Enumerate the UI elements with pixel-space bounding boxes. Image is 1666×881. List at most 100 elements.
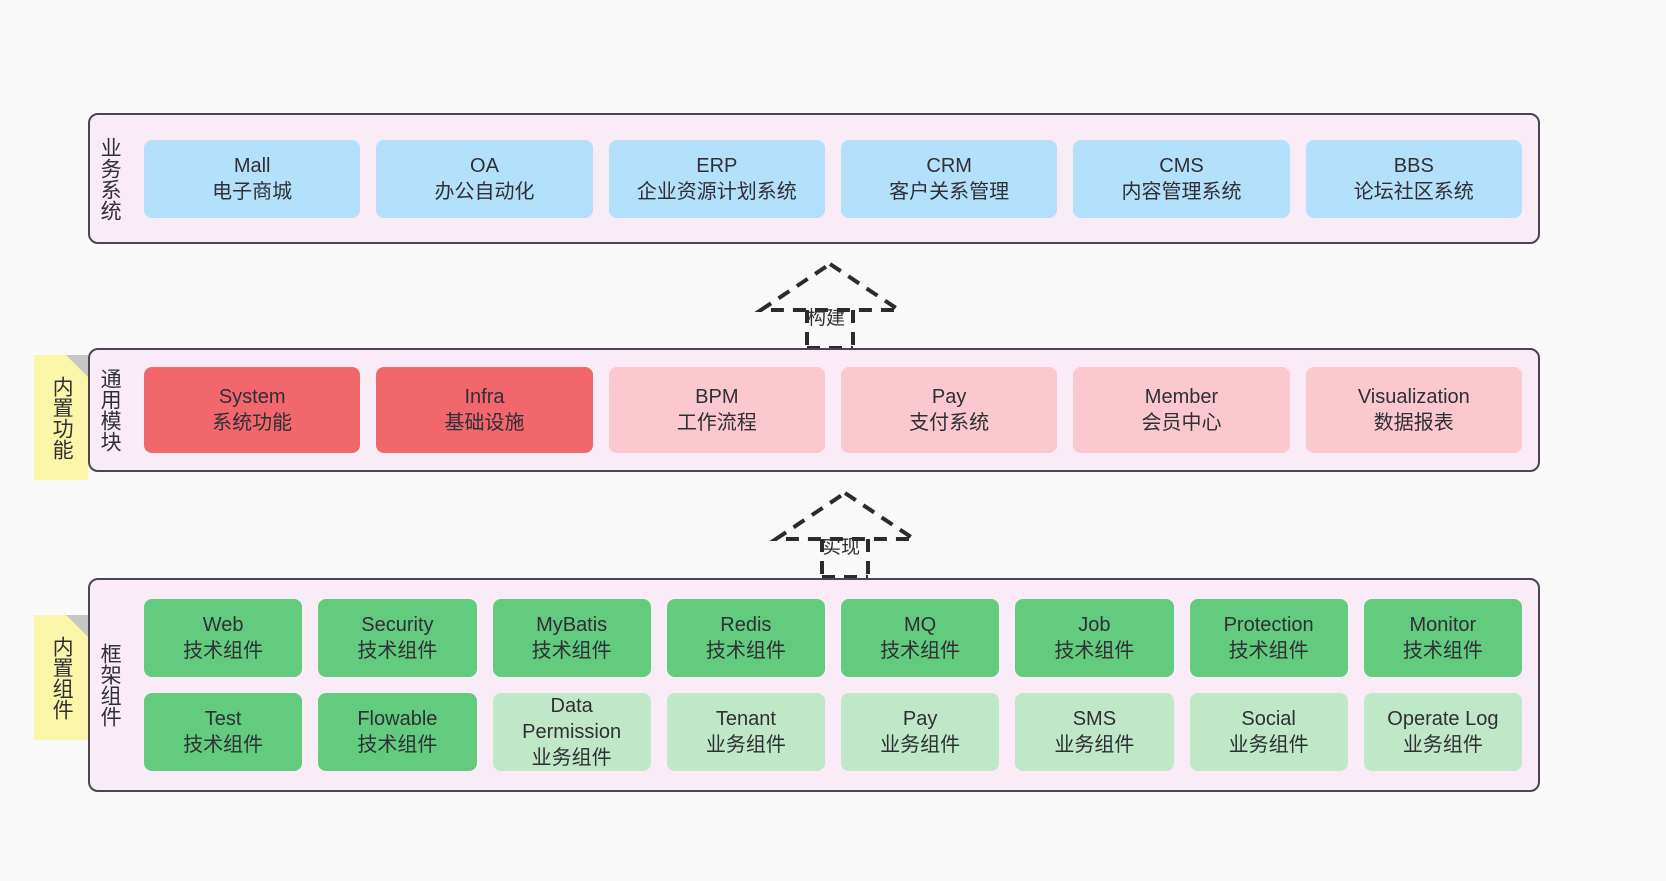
node-title: CMS (1159, 154, 1204, 177)
node-title: System (218, 386, 286, 408)
node-title: Flowable (357, 708, 438, 730)
node-bbs[interactable]: BBS 论坛社区系统 (1305, 139, 1522, 218)
layer-framework-components: 框架组件 Web 技术组件 Security 技术组件 MyBatis 技术组件… (88, 578, 1540, 792)
node-subtitle: 业务组件 (880, 734, 961, 756)
business-node-row: Mall 电子商城 OA 办公自动化 ERP 企业资源计划系统 CRM 客户关系… (144, 139, 1522, 218)
node-subtitle: 技术组件 (357, 640, 438, 662)
node-title: BPM (695, 386, 739, 408)
layer-title-common-modules: 通用模块 (98, 368, 122, 452)
node-title: Monitor (1409, 614, 1477, 636)
layer-common-modules: 通用模块 System 系统功能 Infra 基础设施 BPM 工作流程 Pay… (88, 348, 1540, 472)
node-subtitle: 会员中心 (1141, 412, 1222, 434)
node-title: MQ (904, 614, 937, 636)
node-subtitle: 业务组件 (1228, 734, 1309, 756)
node-subtitle: 技术组件 (880, 640, 961, 662)
node-title: SMS (1072, 708, 1117, 730)
layer-title-framework-components: 框架组件 (98, 643, 122, 727)
node-oa[interactable]: OA 办公自动化 (376, 139, 593, 218)
node-tenant[interactable]: Tenant 业务组件 (666, 693, 825, 771)
node-subtitle: 技术组件 (705, 640, 786, 662)
node-member[interactable]: Member 会员中心 (1073, 367, 1290, 453)
node-data-permission[interactable]: Data Permission 业务组件 (492, 693, 651, 771)
connector-build: 构建 (754, 258, 906, 350)
node-subtitle: 技术组件 (1054, 640, 1135, 662)
node-crm[interactable]: CRM 客户关系管理 (840, 139, 1058, 218)
node-protection[interactable]: Protection 技术组件 (1189, 599, 1348, 677)
node-system[interactable]: System 系统功能 (144, 367, 361, 453)
node-visualization[interactable]: Visualization 数据报表 (1305, 367, 1522, 453)
connector-implement-label: 实现 (822, 537, 861, 558)
node-subtitle: 技术组件 (357, 734, 438, 756)
node-title: Pay (902, 708, 938, 730)
node-subtitle: 支付系统 (909, 412, 990, 434)
node-subtitle: 基础设施 (444, 412, 525, 434)
node-operate-log[interactable]: Operate Log 业务组件 (1363, 693, 1522, 771)
node-pay-module[interactable]: Pay 支付系统 (840, 367, 1058, 453)
layer-body-framework-components: Web 技术组件 Security 技术组件 MyBatis 技术组件 Redi… (128, 580, 1538, 790)
node-subtitle: 业务组件 (531, 747, 612, 769)
node-subtitle: 内容管理系统 (1121, 180, 1242, 203)
node-title: MyBatis (536, 614, 608, 636)
node-title: Redis (720, 614, 772, 636)
node-subtitle: 办公自动化 (434, 180, 535, 203)
node-cms[interactable]: CMS 内容管理系统 (1073, 139, 1290, 218)
node-redis[interactable]: Redis 技术组件 (666, 599, 825, 677)
module-node-row: System 系统功能 Infra 基础设施 BPM 工作流程 Pay 支付系统… (144, 367, 1522, 453)
framework-node-row-2: Test 技术组件 Flowable 技术组件 Data Permission … (144, 693, 1522, 771)
node-social[interactable]: Social 业务组件 (1189, 693, 1348, 771)
node-title: OA (470, 154, 499, 177)
node-subtitle: 技术组件 (183, 640, 264, 662)
note-builtin-function: 内置功能 (34, 355, 88, 480)
node-subtitle: 技术组件 (1402, 640, 1483, 662)
node-erp[interactable]: ERP 企业资源计划系统 (608, 139, 825, 218)
node-subtitle: 企业资源计划系统 (636, 180, 797, 203)
connector-build-label: 构建 (807, 308, 846, 329)
node-test[interactable]: Test 技术组件 (144, 693, 303, 771)
node-title: Protection (1223, 614, 1314, 636)
node-subtitle: 工作流程 (676, 412, 757, 434)
node-title: Web (202, 614, 244, 636)
node-infra[interactable]: Infra 基础设施 (376, 367, 593, 453)
node-title: CRM (926, 154, 972, 177)
node-bpm[interactable]: BPM 工作流程 (608, 367, 825, 453)
node-subtitle: 论坛社区系统 (1353, 180, 1474, 203)
node-subtitle: 业务组件 (705, 734, 786, 756)
node-title: Security (361, 614, 434, 636)
node-subtitle: 技术组件 (1228, 640, 1309, 662)
node-sms[interactable]: SMS 业务组件 (1015, 693, 1174, 771)
note-fold-corner-icon (66, 615, 88, 637)
node-monitor[interactable]: Monitor 技术组件 (1363, 599, 1522, 677)
node-title: BBS (1393, 154, 1434, 177)
node-pay-component[interactable]: Pay 业务组件 (841, 693, 1000, 771)
node-subtitle: 技术组件 (531, 640, 612, 662)
node-title: Test (204, 708, 242, 730)
node-title: Member (1144, 386, 1219, 408)
layer-body-business-system: Mall 电子商城 OA 办公自动化 ERP 企业资源计划系统 CRM 客户关系… (128, 115, 1538, 242)
node-title: Pay (931, 386, 967, 408)
node-job[interactable]: Job 技术组件 (1015, 599, 1174, 677)
node-mq[interactable]: MQ 技术组件 (841, 599, 1000, 677)
note-label: 内置功能 (50, 375, 74, 460)
node-subtitle: 业务组件 (1402, 734, 1483, 756)
node-subtitle: 客户关系管理 (889, 180, 1010, 203)
node-mybatis[interactable]: MyBatis 技术组件 (492, 599, 651, 677)
node-title: Visualization (1357, 386, 1470, 408)
node-subtitle: 数据报表 (1373, 412, 1454, 434)
node-title: Tenant (715, 708, 776, 730)
framework-node-row-1: Web 技术组件 Security 技术组件 MyBatis 技术组件 Redi… (144, 599, 1522, 677)
node-title: Job (1078, 614, 1111, 636)
node-subtitle: 技术组件 (183, 734, 264, 756)
note-builtin-component: 内置组件 (34, 615, 88, 740)
node-subtitle: 系统功能 (212, 412, 293, 434)
node-web[interactable]: Web 技术组件 (144, 599, 303, 677)
layer-business-system: 业务系统 Mall 电子商城 OA 办公自动化 ERP 企业资源计划系统 CRM… (88, 113, 1540, 244)
node-flowable[interactable]: Flowable 技术组件 (318, 693, 477, 771)
node-security[interactable]: Security 技术组件 (318, 599, 477, 677)
node-title: Infra (464, 386, 505, 408)
node-title: Mall (233, 154, 271, 177)
node-title: Data Permission (522, 695, 622, 743)
node-mall[interactable]: Mall 电子商城 (144, 139, 361, 218)
node-title: Operate Log (1387, 708, 1499, 730)
layer-title-business-system: 业务系统 (98, 136, 122, 221)
